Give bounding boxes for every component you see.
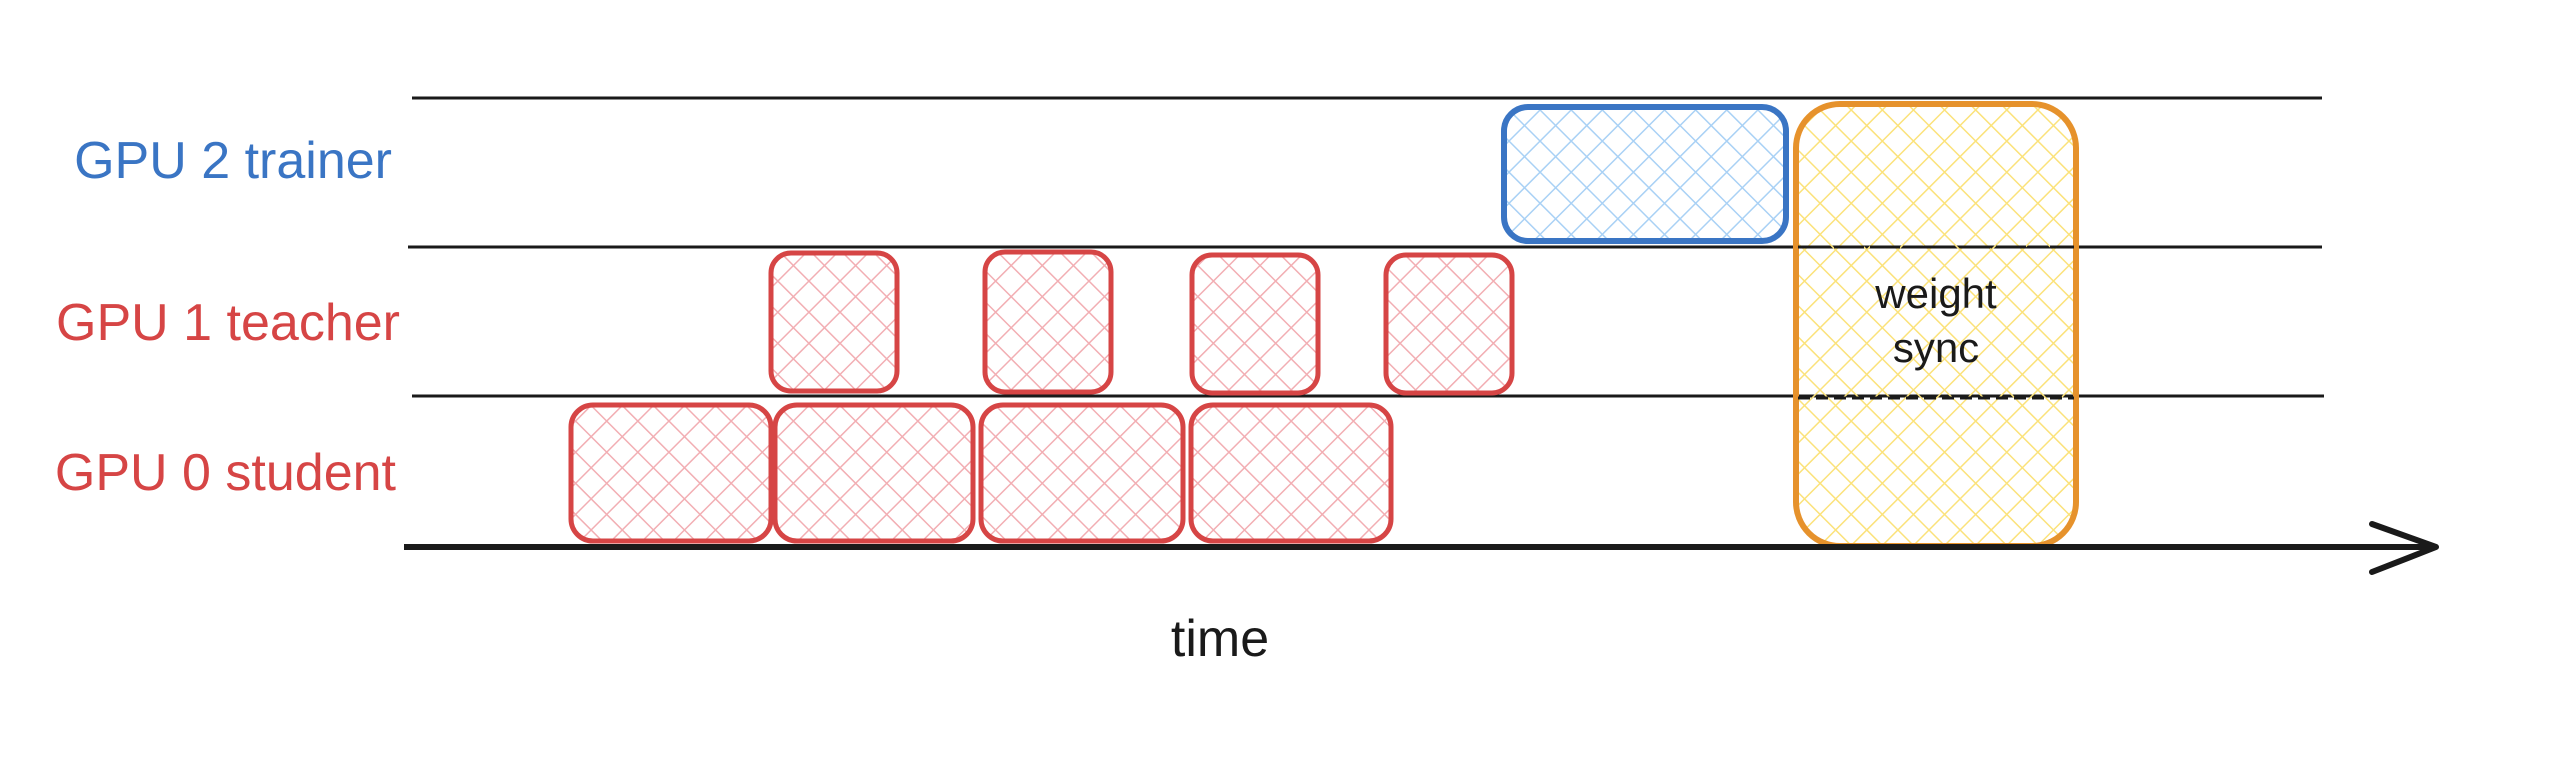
time-axis-label: time (1171, 610, 1269, 668)
teacher-block (1383, 252, 1515, 396)
teacher-block (1189, 252, 1321, 396)
teacher-block (982, 249, 1114, 395)
student-block (1188, 402, 1394, 544)
weight-sync-label-line2: sync (1893, 324, 1979, 371)
weight-sync-block: weight sync (1793, 101, 2079, 549)
arrow-head-icon (2369, 521, 2439, 575)
lane-label-gpu1: GPU 1 teacher (56, 294, 400, 352)
trainer-block (1501, 104, 1789, 244)
weight-sync-label-line1: weight (1874, 270, 1997, 317)
lane-label-gpu2: GPU 2 trainer (74, 132, 392, 190)
time-axis (404, 521, 2439, 575)
student-block (772, 402, 976, 544)
student-block (978, 402, 1186, 544)
lane-label-gpu0: GPU 0 student (55, 444, 397, 502)
student-block (568, 402, 774, 544)
teacher-block (768, 250, 900, 394)
